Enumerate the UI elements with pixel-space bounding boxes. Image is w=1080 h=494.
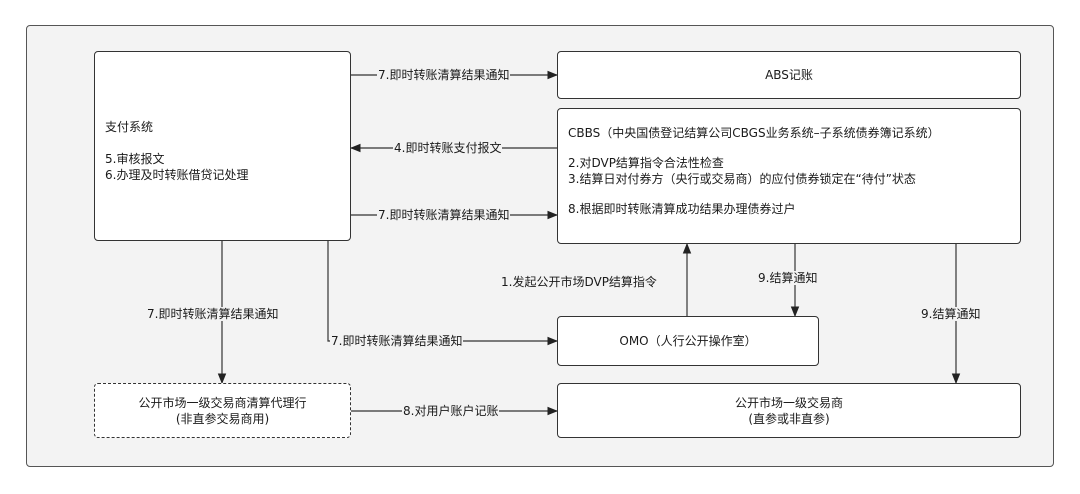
node-clearing-agent-bank: 公开市场一级交易商清算代理行 (非直参交易商用) xyxy=(94,383,351,438)
node-abs: ABS记账 xyxy=(557,51,1021,99)
node-primary-dealer: 公开市场一级交易商 (直参或非直参) xyxy=(557,383,1021,438)
agent-line-1: 公开市场一级交易商清算代理行 xyxy=(138,395,307,410)
agent-line-2: (非直参交易商用) xyxy=(175,411,270,426)
label-omo-to-cbbs: 1.发起公开市场DVP结算指令 xyxy=(500,275,658,289)
edge-pay-to-omo xyxy=(327,240,559,346)
cbbs-title: CBBS（中央国债登记结算公司CBGS业务系统–子系统债券簿记系统） xyxy=(568,126,940,140)
cbbs-step-3: 3.结算日对付券方（央行或交易商）的应付债券锁定在“待付”状态 xyxy=(568,172,916,186)
label-pay-to-cbbs: 7.即时转账清算结果通知 xyxy=(377,208,511,222)
label-pay-to-agent: 7.即时转账清算结果通知 xyxy=(146,307,280,321)
cbbs-step-8: 8.根据即时转账清算成功结果办理债券过户 xyxy=(568,202,796,216)
label-cbbs-to-omo: 9.结算通知 xyxy=(757,271,819,285)
dealer-line-1: 公开市场一级交易商 xyxy=(734,395,843,410)
payment-step-6: 6.办理及时转账借贷记处理 xyxy=(105,168,249,182)
omo-title: OMO（人行公开操作室） xyxy=(619,334,757,348)
payment-title: 支付系统 xyxy=(105,120,154,134)
abs-title: ABS记账 xyxy=(765,68,813,82)
label-agent-to-dealer: 8.对用户账户记账 xyxy=(402,404,500,418)
cbbs-step-2: 2.对DVP结算指令合法性检查 xyxy=(568,156,724,170)
label-cbbs-to-dealer: 9.结算通知 xyxy=(920,307,982,321)
label-cbbs-to-pay: 4.即时转账支付报文 xyxy=(393,141,503,155)
node-cbbs: CBBS（中央国债登记结算公司CBGS业务系统–子系统债券簿记系统） 2.对DV… xyxy=(557,108,1021,244)
label-pay-to-abs: 7.即时转账清算结果通知 xyxy=(377,68,511,82)
label-pay-to-omo: 7.即时转账清算结果通知 xyxy=(330,334,464,348)
node-omo: OMO（人行公开操作室） xyxy=(557,316,819,366)
dealer-line-2: (直参或非直参) xyxy=(748,411,830,426)
node-payment-system: 支付系统 5.审核报文 6.办理及时转账借贷记处理 xyxy=(94,51,351,241)
payment-step-5: 5.审核报文 xyxy=(105,152,165,166)
